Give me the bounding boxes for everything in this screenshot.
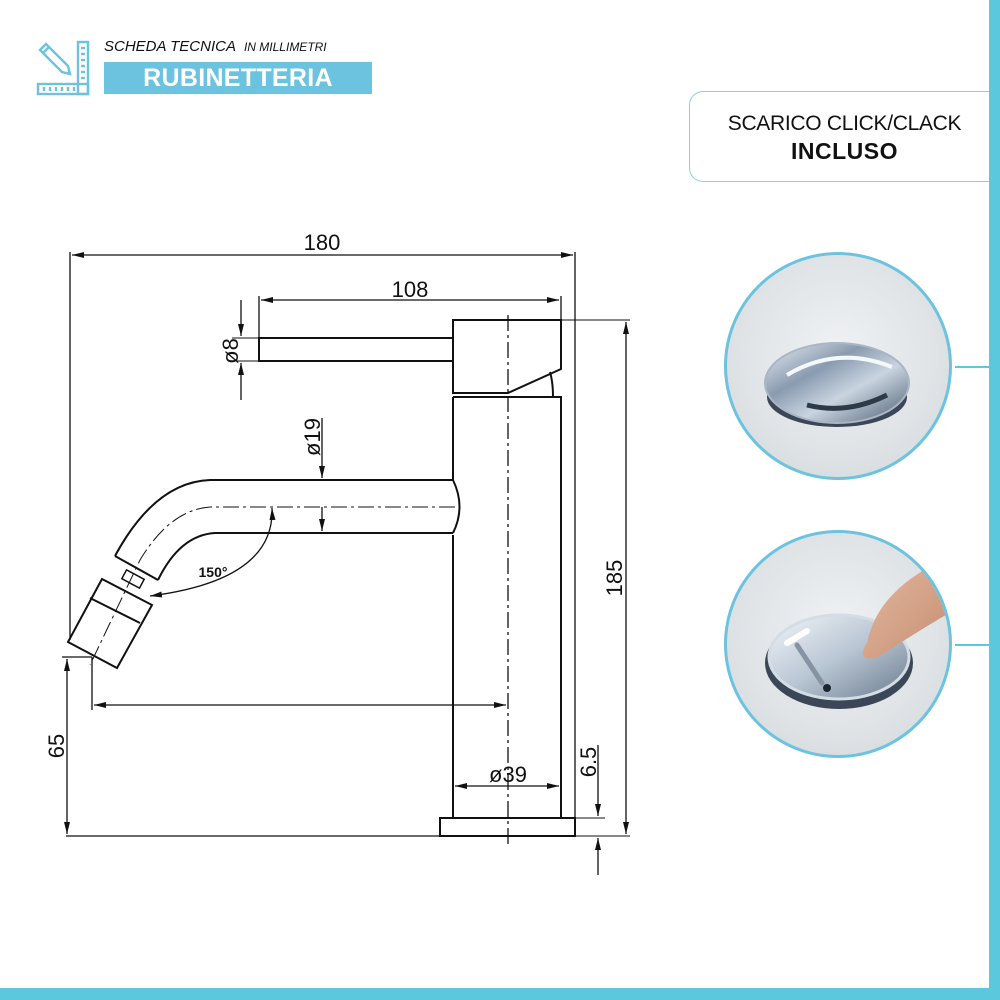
datasheet-title: SCHEDA TECNICA IN MILLIMETRI [104,38,327,55]
photo-connector-2 [955,644,991,646]
dim-body-diameter: ø39 [489,762,527,787]
dim-spout-diameter: ø19 [300,418,325,456]
dim-total-height: 185 [602,560,627,597]
dim-lever-diameter: ø8 [218,338,243,364]
dim-total-width: 180 [304,230,341,255]
dim-lever-length: 108 [392,277,429,302]
drain-plug-image [764,342,910,427]
category-band: RUBINETTERIA [104,62,372,94]
drain-included-badge: SCARICO CLICK/CLACK INCLUSO [689,91,999,182]
finger-press-image [765,563,949,709]
drain-pressed-photo [724,530,952,758]
title-text: SCHEDA TECNICA [104,38,236,55]
dim-spout-height: 65 [44,734,69,758]
photo-connector-1 [955,366,991,368]
dim-base-thickness: 6.5 [576,747,601,778]
drain-closed-photo [724,252,952,480]
bottom-accent-bar [0,988,1000,1000]
badge-line2: INCLUSO [791,138,898,164]
ruler-pencil-icon [36,40,90,96]
dim-spout-angle: 150° [199,564,228,580]
badge-line1: SCARICO CLICK/CLACK [727,112,962,135]
right-accent-bar [989,0,1000,1000]
unit-subtitle: IN MILLIMETRI [243,40,327,54]
